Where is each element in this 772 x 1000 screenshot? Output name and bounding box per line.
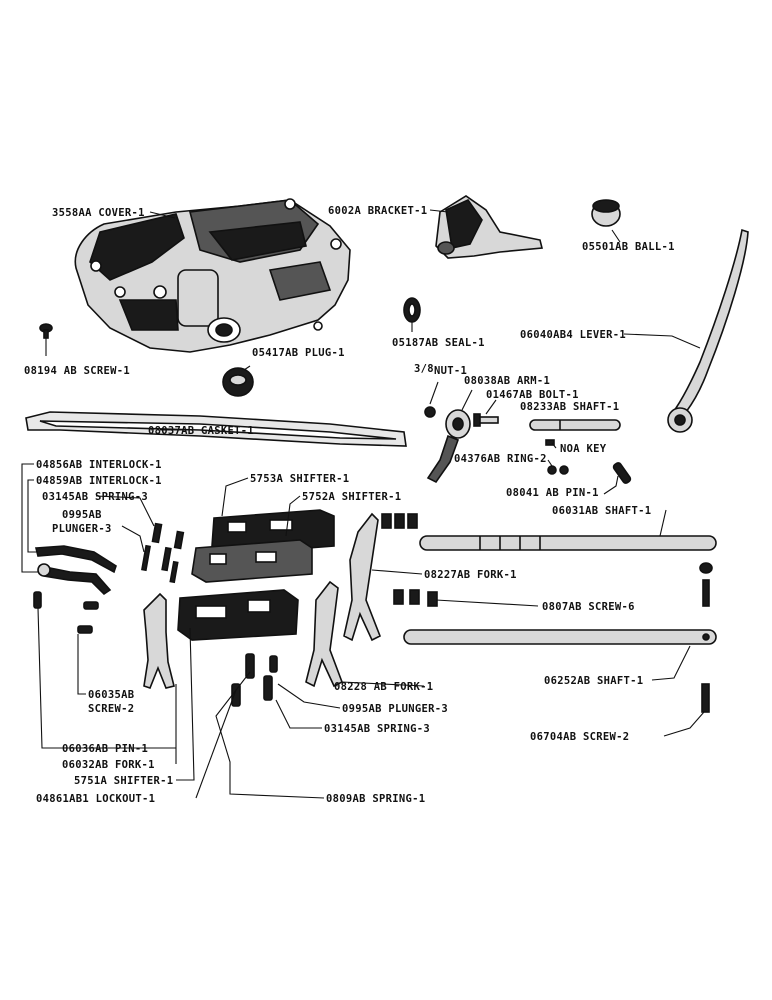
label-lockout: 04861AB1 LOCKOUT-1 [36, 793, 155, 805]
leader-lines [21, 209, 705, 799]
label-nut-fraction: 3/8 [414, 363, 434, 375]
label-shaft-06252: 06252AB SHAFT-1 [544, 675, 643, 687]
left-column-parts [33, 591, 99, 634]
interlock-parts [34, 545, 117, 596]
label-fork-08227: 08227AB FORK-1 [424, 569, 517, 581]
label-cover: 3558AA COVER-1 [52, 207, 145, 219]
label-screw-06704: 06704AB SCREW-2 [530, 731, 629, 743]
nut-part [424, 406, 436, 418]
cover-part [74, 198, 351, 353]
screws-0807-top [381, 513, 418, 529]
label-arm: 08038AB ARM-1 [464, 375, 550, 387]
bolt-part [473, 413, 499, 427]
bracket-part [435, 195, 544, 259]
label-bracket: 6002A BRACKET-1 [328, 205, 427, 217]
label-lever: 06040AB4 LEVER-1 [520, 329, 626, 341]
label-spring-03145-top: 03145AB SPRING-3 [42, 491, 148, 503]
screws-0807-bottom [393, 589, 438, 607]
label-bolt: 01467AB BOLT-1 [486, 389, 579, 401]
label-shifter-5752: 5752A SHIFTER-1 [302, 491, 401, 503]
label-fork-06032: 06032AB FORK-1 [62, 759, 155, 771]
gasket-part [25, 411, 407, 447]
label-gasket: 08037AB GASKET-1 [148, 425, 254, 437]
label-plunger-top-2: PLUNGER-3 [52, 523, 112, 535]
shaft-06031-part [419, 535, 717, 551]
label-noa-key: NOA KEY [560, 443, 607, 455]
pin-08041-part [612, 462, 632, 484]
label-spring-03145-bottom: 03145AB SPRING-3 [324, 723, 430, 735]
fork-06032-part [143, 592, 175, 689]
callout-labels: 3558AA COVER-1 6002A BRACKET-1 05501AB B… [24, 205, 675, 805]
shaft-08233-part [529, 419, 621, 431]
label-shaft-06031: 06031AB SHAFT-1 [552, 505, 651, 517]
label-interlock-04859: 04859AB INTERLOCK-1 [36, 475, 162, 487]
plug-part [222, 367, 254, 397]
label-interlock-04856: 04856AB INTERLOCK-1 [36, 459, 162, 471]
screw-vertical-parts [699, 562, 713, 713]
label-plug: 05417AB PLUG-1 [252, 347, 345, 359]
screw-08194-part [39, 323, 53, 339]
label-pin-06036: 06036AB PIN-1 [62, 743, 148, 755]
label-screw-06035-1: 06035AB [88, 689, 134, 701]
label-screw-0807: 0807AB SCREW-6 [542, 601, 635, 613]
fork-08227-part [343, 512, 382, 642]
shifter-5751-part [177, 589, 299, 641]
springs-plungers-bottom [231, 653, 278, 707]
seal-part [403, 297, 421, 323]
label-seal: 05187AB SEAL-1 [392, 337, 485, 349]
label-shifter-5751: 5751A SHIFTER-1 [74, 775, 173, 787]
fork-08228-part [305, 580, 344, 688]
label-ring: 04376AB RING-2 [454, 453, 547, 465]
label-fork-08228: 08228 AB FORK-1 [334, 681, 433, 693]
lever-part [667, 228, 749, 433]
label-nut: NUT-1 [434, 365, 467, 377]
arm-part [426, 409, 471, 484]
label-plunger-top-1: 0995AB [62, 509, 102, 521]
ball-part [591, 199, 621, 227]
shaft-06252-part [403, 629, 717, 645]
label-screw-08194: 08194 AB SCREW-1 [24, 365, 130, 377]
label-pin-08041: 08041 AB PIN-1 [506, 487, 599, 499]
label-ball: 05501AB BALL-1 [582, 241, 675, 253]
springs-plungers-top [141, 522, 185, 584]
label-spring-0809: 0809AB SPRING-1 [326, 793, 425, 805]
label-shifter-5753: 5753A SHIFTER-1 [250, 473, 349, 485]
label-screw-06035-2: SCREW-2 [88, 703, 134, 715]
label-shaft-08233: 08233AB SHAFT-1 [520, 401, 619, 413]
label-plunger-bottom: 0995AB PLUNGER-3 [342, 703, 448, 715]
shifter-5752-part [191, 539, 313, 583]
